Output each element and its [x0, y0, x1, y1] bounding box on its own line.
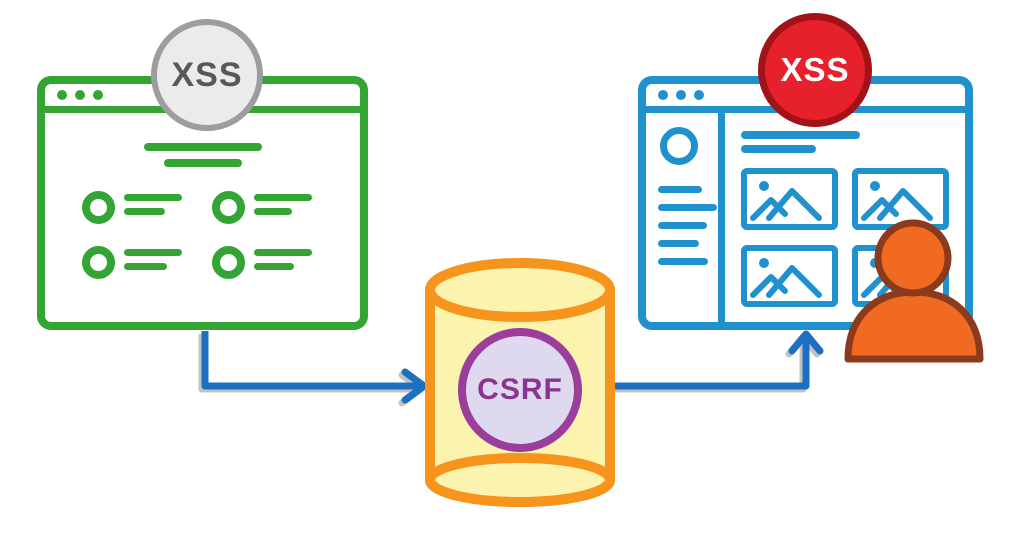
- source-xss-badge-label: XSS: [171, 55, 243, 94]
- avatar-circle-icon: [660, 127, 698, 165]
- text-line: [741, 145, 816, 153]
- csrf-badge-label: CSRF: [477, 373, 563, 406]
- image-placeholder-icon: [741, 168, 838, 230]
- heading-placeholder: [741, 131, 955, 153]
- window-dot-icon: [75, 90, 85, 100]
- text-line: [741, 131, 860, 139]
- image-placeholder-icon: [852, 168, 949, 230]
- csrf-badge: CSRF: [458, 328, 582, 452]
- text-line: [254, 208, 292, 215]
- database-cylinder-icon: [425, 258, 615, 507]
- arrow-source-to-database: [201, 331, 418, 390]
- text-line: [254, 249, 312, 256]
- radio-circle-icon: [212, 246, 245, 279]
- list-item: [82, 246, 212, 279]
- text-line: [658, 258, 708, 265]
- radio-circle-icon: [212, 191, 245, 224]
- window-dot-icon: [658, 90, 668, 100]
- sidebar-menu-lines: [658, 186, 718, 265]
- victim-xss-badge-label: XSS: [780, 51, 850, 88]
- victim-window-content: [646, 113, 965, 322]
- window-dot-icon: [57, 90, 67, 100]
- sidebar: [646, 113, 725, 322]
- text-line: [124, 194, 182, 201]
- list-item: [212, 246, 342, 279]
- source-window-content: [45, 113, 360, 322]
- arrow-database-to-victim: [614, 340, 810, 390]
- victim-xss-badge: XSS: [758, 13, 872, 127]
- form-list: [45, 167, 360, 279]
- image-placeholder-icon: [741, 245, 838, 307]
- text-line: [163, 159, 242, 167]
- text-line: [143, 143, 262, 151]
- text-line: [124, 263, 167, 270]
- radio-circle-icon: [82, 191, 115, 224]
- text-line: [658, 186, 702, 193]
- window-dot-icon: [93, 90, 103, 100]
- radio-circle-icon: [82, 246, 115, 279]
- list-item: [82, 191, 212, 224]
- window-dot-icon: [694, 90, 704, 100]
- text-line: [254, 194, 312, 201]
- text-line: [658, 222, 707, 229]
- window-dot-icon: [676, 90, 686, 100]
- source-xss-badge: XSS: [151, 19, 263, 131]
- text-line: [124, 249, 182, 256]
- text-line: [124, 208, 165, 215]
- user-icon: [844, 219, 984, 363]
- text-line: [658, 204, 717, 211]
- text-line: [658, 240, 699, 247]
- arrowhead-up-icon: [788, 330, 824, 355]
- page-title-placeholder: [45, 113, 360, 167]
- text-line: [254, 263, 294, 270]
- list-item: [212, 191, 342, 224]
